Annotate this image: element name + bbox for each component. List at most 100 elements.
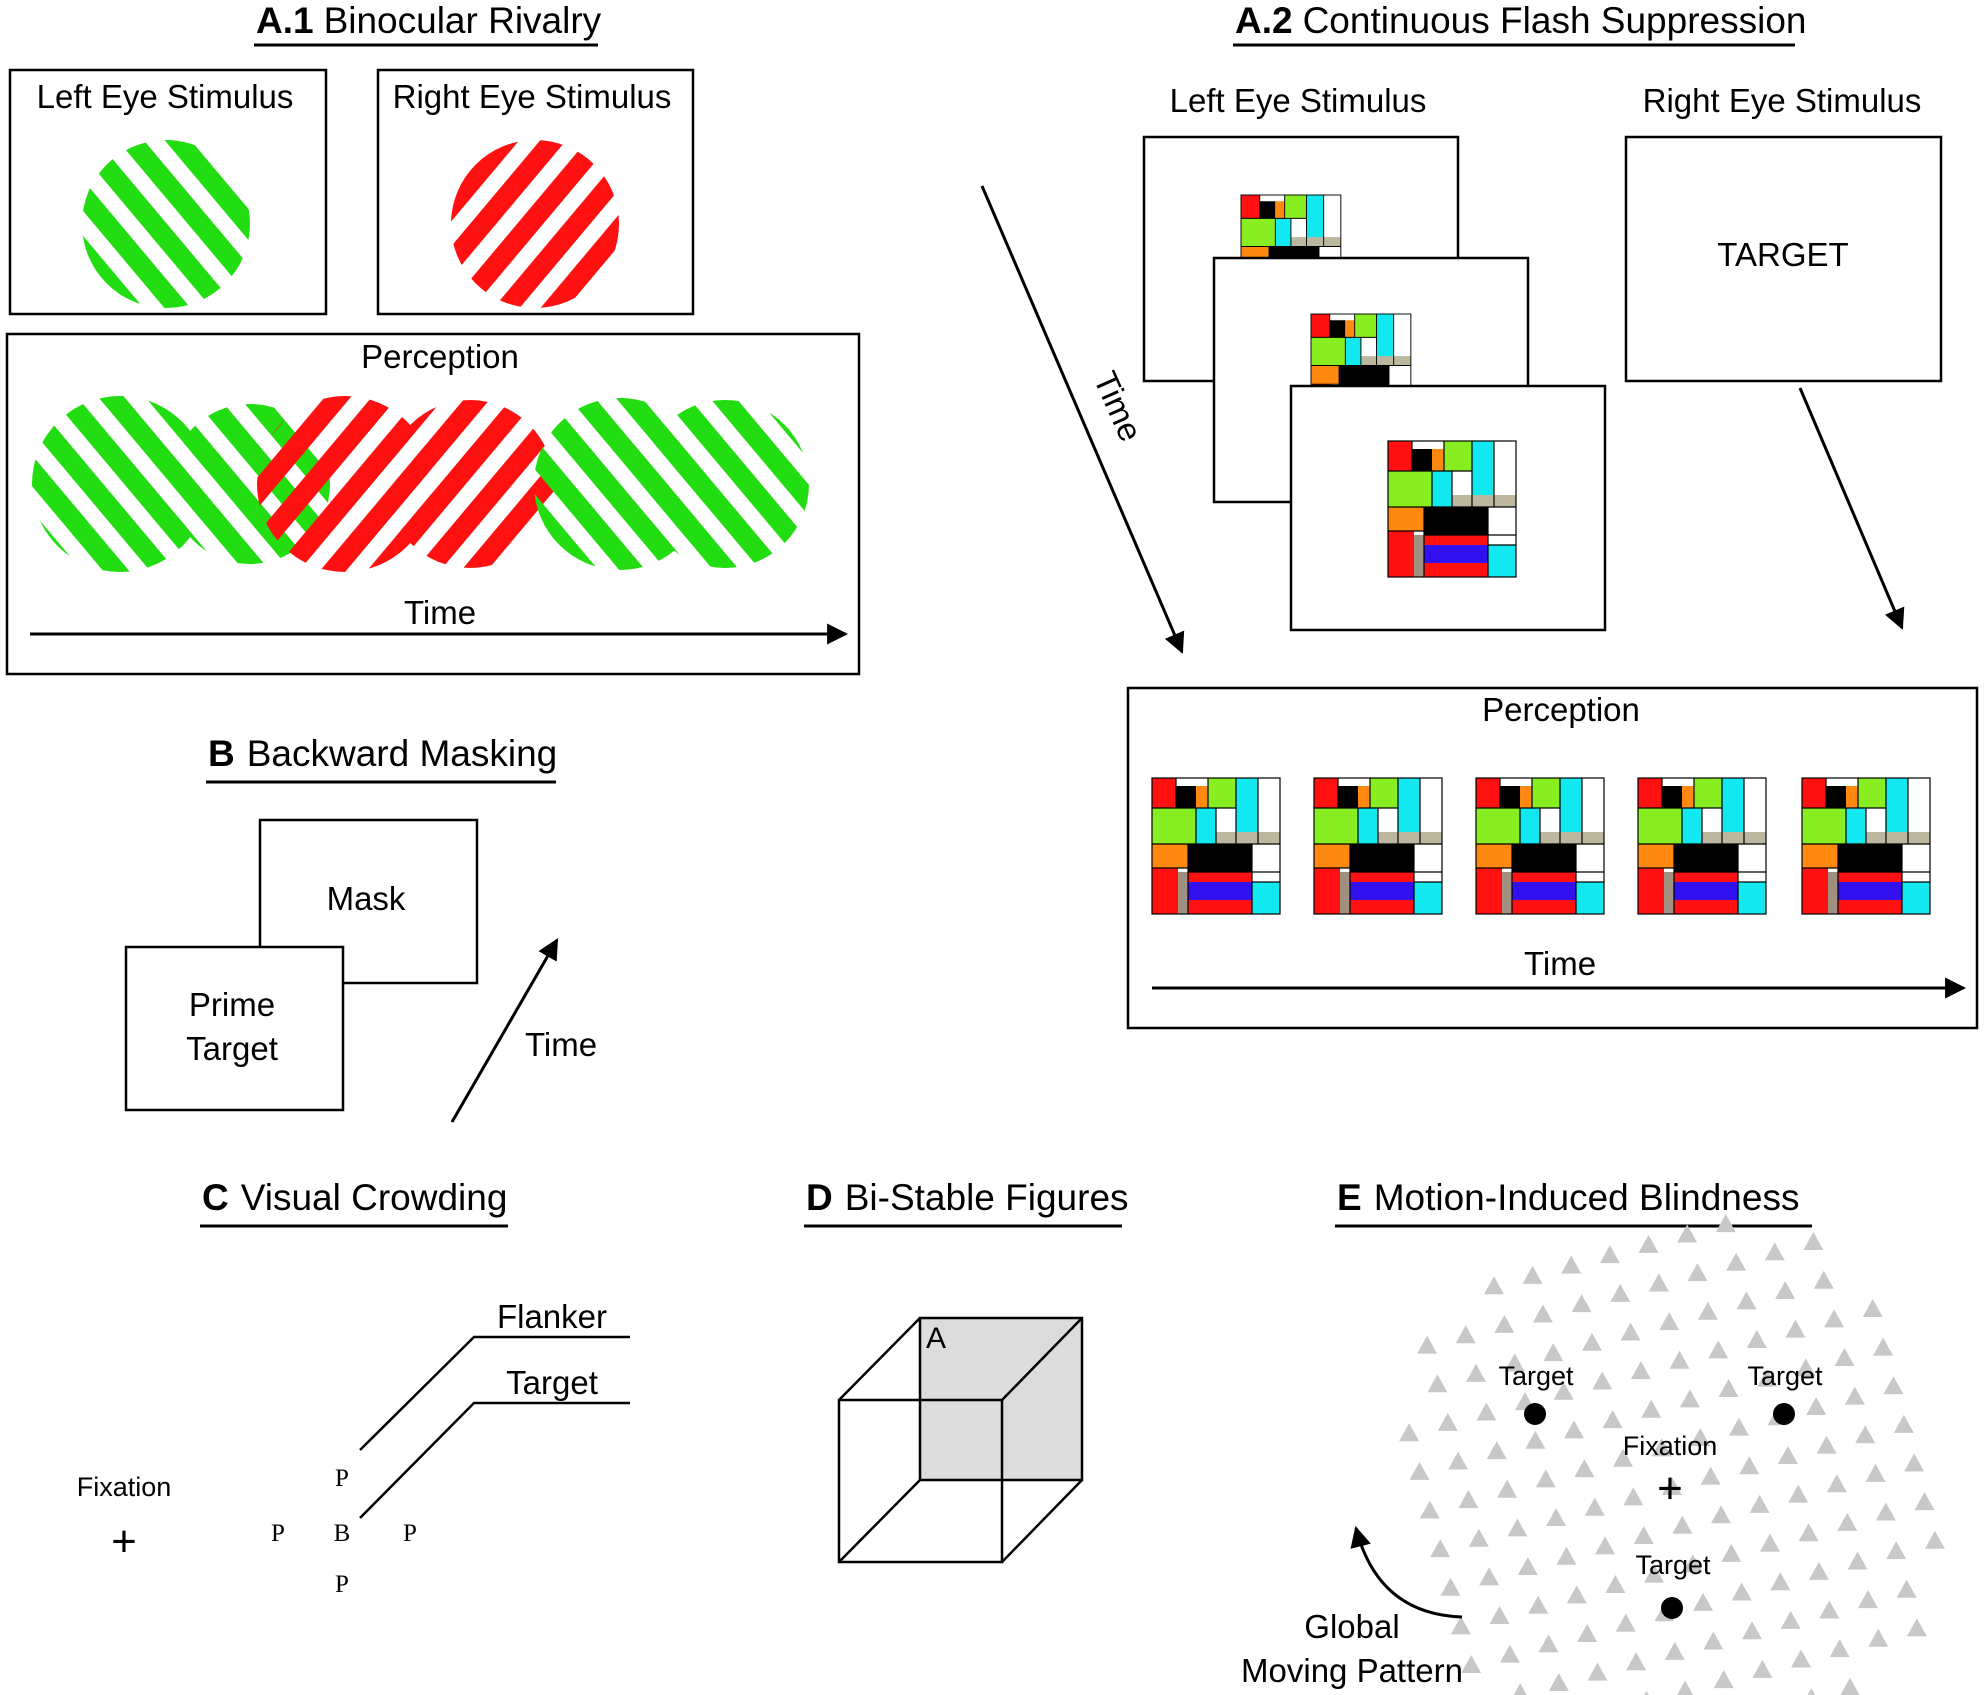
b-time-label: Time bbox=[525, 1026, 597, 1063]
pattern-triangle bbox=[1788, 1484, 1809, 1503]
pattern-triangle bbox=[1468, 1528, 1489, 1547]
pattern-triangle bbox=[1798, 1523, 1819, 1542]
pattern-triangle bbox=[1543, 1343, 1564, 1362]
target-pointer bbox=[359, 1401, 630, 1519]
pattern-triangle bbox=[1780, 1610, 1801, 1629]
pattern-triangle bbox=[1427, 1374, 1448, 1393]
rivalry-percept-sequence bbox=[32, 396, 809, 572]
pattern-triangle bbox=[1736, 1291, 1757, 1310]
panel-d-title: Bi-Stable Figures bbox=[845, 1177, 1129, 1218]
global-motion-arrow bbox=[1350, 1525, 1463, 1619]
flanker-letter-top: P bbox=[335, 1465, 349, 1492]
panel-d-letter: D bbox=[806, 1177, 833, 1218]
pattern-triangle bbox=[1517, 1557, 1538, 1576]
e-target-dot-bottom bbox=[1661, 1597, 1683, 1619]
global-pattern-label-line2: Moving Pattern bbox=[1241, 1652, 1463, 1689]
pattern-triangle bbox=[1595, 1536, 1616, 1555]
pattern-triangle bbox=[1914, 1492, 1935, 1511]
pattern-triangle bbox=[1479, 1567, 1500, 1586]
pattern-triangle bbox=[1651, 1438, 1672, 1457]
percept-green-4 bbox=[641, 400, 809, 568]
pattern-triangle bbox=[1669, 1350, 1690, 1369]
a1-perception-label: Perception bbox=[361, 338, 519, 375]
pattern-triangle bbox=[1806, 1396, 1827, 1415]
flanker-label: Flanker bbox=[497, 1298, 607, 1335]
pattern-triangle bbox=[1476, 1402, 1497, 1421]
pattern-triangle bbox=[1564, 1420, 1585, 1439]
pattern-triangle bbox=[1721, 1543, 1742, 1562]
pattern-triangle bbox=[1883, 1376, 1904, 1395]
pattern-triangle bbox=[1829, 1639, 1850, 1658]
pattern-triangle bbox=[1602, 1410, 1623, 1429]
percept-mondrian-2 bbox=[1313, 777, 1443, 915]
pattern-triangle bbox=[1538, 1634, 1559, 1653]
pattern-triangle bbox=[1455, 1325, 1476, 1344]
pattern-triangle bbox=[1620, 1322, 1641, 1341]
e-target-dot-right bbox=[1773, 1403, 1795, 1425]
pattern-triangle bbox=[1417, 1335, 1438, 1354]
pattern-triangle bbox=[1489, 1606, 1510, 1625]
pattern-triangle bbox=[1574, 1459, 1595, 1478]
prime-label: Prime bbox=[189, 986, 275, 1023]
pattern-triangle bbox=[1513, 1683, 1527, 1695]
pattern-triangle bbox=[1522, 1265, 1543, 1284]
pattern-triangle bbox=[1746, 1330, 1767, 1349]
pattern-triangle bbox=[1419, 1500, 1440, 1519]
panel-a1-title: Binocular Rivalry bbox=[324, 0, 602, 41]
target-letter: B bbox=[334, 1520, 351, 1547]
pattern-triangle bbox=[1886, 1541, 1907, 1560]
a2-time-diagonal-label: Time bbox=[1087, 366, 1150, 447]
e-fixation-cross: + bbox=[1657, 1464, 1683, 1513]
flanker-pointer bbox=[359, 1335, 630, 1451]
pattern-triangle bbox=[1561, 1255, 1582, 1274]
pattern-triangle bbox=[1700, 1466, 1721, 1485]
pattern-triangle bbox=[1715, 1214, 1736, 1233]
pattern-triangle bbox=[1581, 1332, 1602, 1351]
pattern-triangle bbox=[1893, 1414, 1914, 1433]
pattern-triangle bbox=[1710, 1505, 1731, 1524]
pattern-triangle bbox=[1687, 1263, 1708, 1282]
panel-b-title: Backward Masking bbox=[247, 733, 558, 774]
pattern-triangle bbox=[1865, 1463, 1886, 1482]
pattern-triangle bbox=[1757, 1368, 1778, 1387]
e-fixation-label: Fixation bbox=[1623, 1431, 1718, 1461]
panel-a2-title: Continuous Flash Suppression bbox=[1303, 0, 1807, 41]
pattern-triangle bbox=[1599, 1245, 1620, 1264]
pattern-triangle bbox=[1546, 1508, 1567, 1527]
pattern-triangle bbox=[1610, 1283, 1631, 1302]
pattern-triangle bbox=[1525, 1430, 1546, 1449]
c-target-label: Target bbox=[506, 1364, 598, 1401]
pattern-triangle bbox=[1679, 1389, 1700, 1408]
pattern-triangle bbox=[1826, 1474, 1847, 1493]
pattern-triangle bbox=[1803, 1232, 1824, 1251]
moving-triangle-pattern bbox=[1399, 1214, 1945, 1695]
pattern-triangle bbox=[1548, 1672, 1569, 1691]
pattern-triangle bbox=[1450, 1616, 1471, 1635]
pattern-triangle bbox=[1532, 1304, 1553, 1323]
c-fixation-cross: + bbox=[111, 1517, 137, 1566]
pattern-triangle bbox=[1693, 1592, 1714, 1611]
pattern-triangle bbox=[1409, 1461, 1430, 1480]
a2-right-eye-arrow bbox=[1798, 387, 1905, 630]
pattern-triangle bbox=[1486, 1441, 1507, 1460]
pattern-triangle bbox=[1739, 1456, 1760, 1475]
pattern-triangle bbox=[1813, 1270, 1834, 1289]
flanker-letter-right: P bbox=[403, 1520, 417, 1547]
flanker-letter-left: P bbox=[271, 1520, 285, 1547]
e-target-label-bottom: Target bbox=[1635, 1550, 1711, 1580]
pattern-triangle bbox=[1924, 1530, 1945, 1549]
pattern-triangle bbox=[1824, 1309, 1845, 1328]
pattern-triangle bbox=[1785, 1319, 1806, 1338]
left-eye-label: Left Eye Stimulus bbox=[37, 78, 294, 115]
pattern-triangle bbox=[1630, 1361, 1651, 1380]
a2-perception-label: Perception bbox=[1482, 691, 1640, 728]
a2-time-label: Time bbox=[1524, 945, 1596, 982]
panel-a2-letter: A.2 bbox=[1235, 0, 1293, 41]
pattern-triangle bbox=[1448, 1451, 1469, 1470]
